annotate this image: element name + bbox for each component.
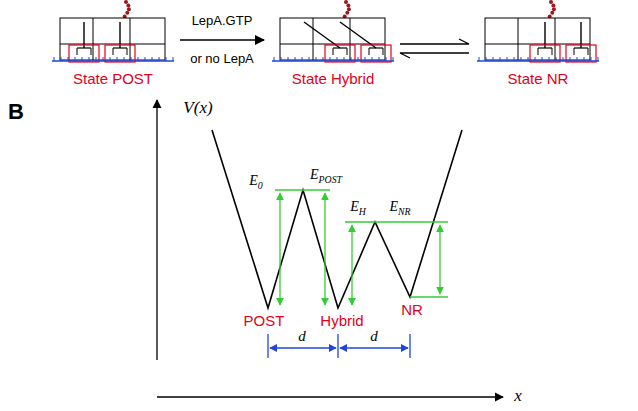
state-label: State POST xyxy=(73,70,153,87)
energy-barriers xyxy=(275,190,448,305)
x-axis xyxy=(157,396,503,397)
ribosome-state: State POST xyxy=(52,0,174,93)
panel-letter: B xyxy=(8,100,24,124)
transition-arrow xyxy=(400,39,469,58)
energy-label: E0 xyxy=(249,173,262,192)
axis-label: x xyxy=(514,387,522,406)
ribosome-state: State NR xyxy=(477,0,599,93)
ribosome-state: State Hybrid xyxy=(272,0,394,93)
transition-arrow xyxy=(180,39,264,40)
y-axis xyxy=(156,100,157,360)
state-well-label: Hybrid xyxy=(320,313,363,330)
state-label: State NR xyxy=(508,70,569,87)
ribosome-illustration xyxy=(52,0,174,70)
potential-curve xyxy=(212,130,462,308)
energy-label: ENR xyxy=(389,199,410,218)
transition-label: LepA.GTP or no LepA xyxy=(189,2,255,78)
distance-label: d xyxy=(298,328,306,345)
energy-label: EH xyxy=(350,199,366,218)
ribosome-illustration xyxy=(272,0,394,70)
axis-label: V(x) xyxy=(183,99,212,118)
energy-label: EPOST xyxy=(310,167,342,186)
state-well-label: NR xyxy=(401,302,423,319)
state-label: State Hybrid xyxy=(292,70,375,87)
distance-markers xyxy=(268,334,410,358)
state-well-label: POST xyxy=(244,313,285,330)
ribosome-illustration xyxy=(477,0,599,70)
distance-label: d xyxy=(370,328,378,345)
